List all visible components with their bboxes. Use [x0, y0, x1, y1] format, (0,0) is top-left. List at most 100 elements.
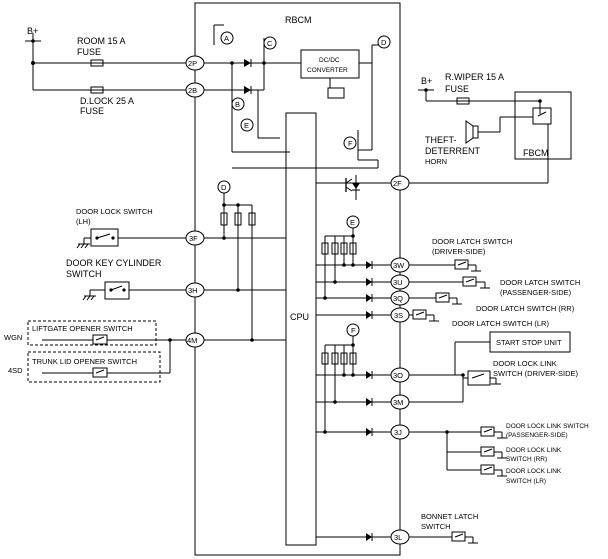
b-plus-label-1: B+: [27, 26, 38, 36]
marker-c: C: [263, 36, 277, 50]
door-lock-switch-symbol: [76, 228, 186, 249]
latch-passenger-label-line2: (PASSENGER-SIDE): [500, 288, 572, 297]
trunk-variant-box: [27, 351, 161, 383]
b-plus-label-2: B+: [421, 76, 432, 86]
lock-link-lr-switch-symbol: [447, 464, 507, 477]
bonnet-latch-label-line2: SWITCH: [421, 522, 451, 531]
lock-link-lr-label-line2: SWITCH (LR): [506, 478, 546, 485]
marker-a: A: [220, 31, 234, 45]
lock-link-rr-label-line1: DOOR LOCK LINK: [506, 447, 562, 454]
svg-text:F: F: [351, 326, 356, 335]
lock-link-passenger-switch-symbol: [409, 426, 507, 439]
marker-f-top: F: [343, 136, 357, 150]
room-fuse-symbol: [90, 59, 104, 67]
start-stop-unit-label: START STOP UNIT: [496, 338, 562, 347]
latch-lr-label: DOOR LATCH SWITCH (LR): [452, 319, 549, 328]
internal-power-wiring: [204, 24, 380, 169]
pin-3f-label: 3F: [189, 234, 198, 243]
bonnet-latch-switch-symbol: [409, 531, 478, 544]
latch-lr-switch-symbol: [409, 309, 439, 322]
marker-d-top: D: [377, 35, 391, 49]
lock-link-lr-label-line1: DOOR LOCK LINK: [506, 468, 562, 475]
pin-2b-label: 2B: [188, 86, 197, 95]
latch-driver-label-line2: (DRIVER-SIDE): [432, 247, 486, 256]
door-lock-switch-label-line1: DOOR LOCK SWITCH: [76, 207, 153, 216]
latch-rr-switch-symbol: [409, 292, 462, 305]
marker-f-right: F: [346, 323, 360, 337]
pin-3q-label: 3Q: [393, 294, 403, 303]
pin-3s-label: 3S: [394, 311, 403, 320]
pin-3m-label: 3M: [393, 398, 403, 407]
power-supply-b-plus: B+: [25, 26, 186, 91]
dlock-fuse-label-line2: FUSE: [80, 106, 104, 116]
latch-passenger-label-line1: DOOR LATCH SWITCH: [500, 278, 580, 287]
lock-link-rr-label-line2: SWITCH (RR): [506, 456, 547, 463]
horn-label-line1: THEFT-: [425, 135, 457, 145]
fbcm-label: FBCM: [523, 148, 549, 158]
marker-d-left: D: [217, 180, 231, 194]
rbcm-label: RBCM: [285, 15, 312, 25]
pullup-resistors-right-lower: [316, 336, 391, 541]
dlock-fuse-symbol: [90, 86, 104, 94]
cpu-block: [285, 112, 317, 546]
svg-text:E: E: [244, 121, 249, 130]
pullup-resistors-right-upper: [316, 228, 391, 319]
svg-text:C: C: [267, 39, 273, 48]
marker-e-top: E: [240, 118, 254, 132]
door-key-switch-symbol: [82, 281, 186, 301]
liftgate-variant-box: [27, 320, 157, 346]
dcdc-label-line2: CONVERTER: [307, 67, 348, 74]
pin-3h-label: 3H: [188, 286, 198, 295]
svg-text:A: A: [224, 34, 229, 43]
pin-2f-label: 2F: [393, 179, 402, 188]
pin-3l-label: 3L: [394, 533, 402, 542]
svg-text:F: F: [348, 139, 353, 148]
horn-symbol: [465, 116, 533, 144]
lock-link-rr-switch-symbol: [445, 430, 507, 470]
pin-2p-label: 2P: [188, 59, 197, 68]
dcdc-label-line1: DC/DC: [319, 57, 340, 64]
pin-2f: [390, 175, 410, 191]
4sd-label: 4SD: [8, 366, 23, 375]
door-lock-switch-label-line2: (LH): [76, 217, 91, 226]
marker-e-right: E: [346, 215, 360, 229]
dlock-fuse-label-line1: D.LOCK 25 A: [80, 96, 134, 106]
svg-text:D: D: [381, 38, 387, 47]
door-key-switch-label-line1: DOOR KEY CYLINDER: [66, 258, 162, 268]
latch-driver-switch-symbol: [409, 259, 481, 272]
liftgate-switch-symbol: [42, 334, 170, 345]
pin-4m-label: 4M: [187, 336, 197, 345]
svg-text:E: E: [350, 218, 355, 227]
lock-link-driver-switch-symbol: [409, 341, 501, 403]
fbcm-box: [514, 91, 572, 160]
liftgate-switch-label: LIFTGATE OPENER SWITCH: [32, 324, 133, 333]
horn-label-line2: DETERRENT: [425, 146, 481, 156]
lock-link-passenger-label-line1: DOOR LOCK LINK SWITCH: [506, 423, 589, 430]
pin-3w-label: 3W: [393, 261, 405, 270]
room-fuse-label-line1: ROOM 15 A: [77, 36, 126, 46]
door-key-switch-label-line2: SWITCH: [66, 269, 102, 279]
lock-link-driver-label-line2: SWITCH (DRIVER-SIDE): [493, 369, 579, 378]
rwiper-fuse-label-line1: R.WIPER 15 A: [445, 72, 504, 82]
rbcm-module-box: [194, 2, 401, 556]
latch-rr-label: DOOR LATCH SWITCH (RR): [476, 304, 575, 313]
bonnet-latch-label-line1: BONNET LATCH: [421, 512, 478, 521]
wgn-label: WGN: [4, 333, 22, 342]
pin-3u-label: 3U: [393, 278, 403, 287]
trunk-switch-symbol: [42, 338, 186, 378]
lock-link-driver-label-line1: DOOR LOCK LINK: [493, 359, 557, 368]
latch-passenger-switch-symbol: [409, 276, 490, 289]
rwiper-circuit: [418, 88, 542, 114]
pin-3j-label: 3J: [394, 428, 402, 437]
rwiper-fuse-label-line2: FUSE: [445, 84, 469, 94]
fbcm-relay: [532, 107, 552, 125]
cpu-label: CPU: [290, 312, 309, 322]
horn-label-line3: HORN: [425, 157, 447, 166]
marker-b: B: [231, 97, 245, 111]
room-fuse-label-line2: FUSE: [77, 47, 101, 57]
pin-3o-label: 3O: [393, 371, 403, 380]
latch-driver-label-line1: DOOR LATCH SWITCH: [432, 237, 512, 246]
lock-link-passenger-label-line2: (PASSENGER-SIDE): [506, 432, 568, 439]
